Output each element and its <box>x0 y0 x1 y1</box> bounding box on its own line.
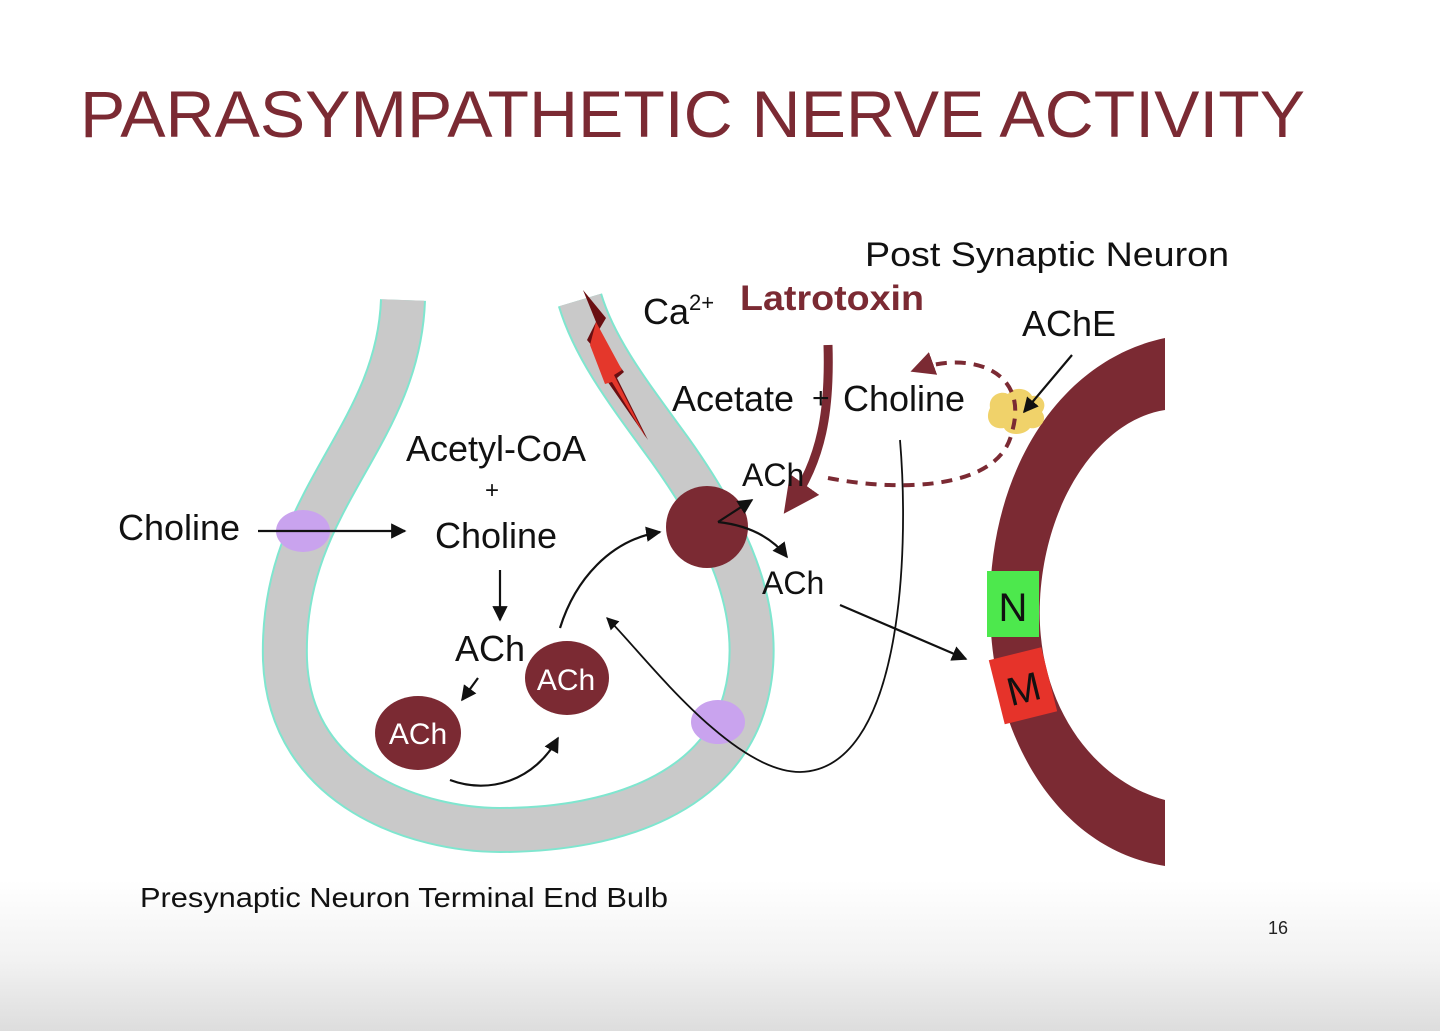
ach-released-up-label: ACh <box>742 457 804 493</box>
ach-vesicle-1-label: ACh <box>389 718 447 751</box>
inner-choline-label: Choline <box>435 515 557 556</box>
nicotinic-receptor-label: N <box>999 586 1028 630</box>
fusing-vesicle <box>666 486 748 568</box>
acetate-plus-sign: + <box>812 382 830 415</box>
cleft-choline-label: Choline <box>843 378 965 419</box>
ach-released-down-label: ACh <box>762 565 824 601</box>
dashed-recycle-arc <box>827 352 1018 488</box>
acetate-label: Acetate <box>672 378 794 419</box>
muscarinic-receptor: M <box>988 647 1058 725</box>
vesicle-transport-arrow-2 <box>558 526 662 629</box>
ache-pointer-arrow <box>1023 354 1073 414</box>
storage-arrow-1 <box>461 677 479 702</box>
latrotoxin-arrow <box>783 344 833 514</box>
release-arrow-down <box>717 520 788 559</box>
ach-vesicle-2-label: ACh <box>537 664 595 697</box>
calcium-label: Ca2+ <box>643 290 714 332</box>
slide-title: PARASYMPATHETIC NERVE ACTIVITY <box>80 77 1305 151</box>
action-potential-lightning-icon <box>583 290 648 440</box>
ache-label: AChE <box>1022 303 1116 344</box>
ach-vesicle-1 <box>375 696 461 770</box>
plus-sign: + <box>485 477 499 504</box>
vesicle-transport-arrow-1 <box>449 736 559 787</box>
latrotoxin-label: Latrotoxin <box>740 279 924 318</box>
ach-synthesized-label: ACh <box>455 628 525 669</box>
outside-choline-label: Choline <box>118 507 240 548</box>
calcium-symbol: Ca <box>643 291 690 332</box>
nicotinic-receptor <box>987 571 1039 637</box>
calcium-charge: 2+ <box>689 290 714 315</box>
page-number: 16 <box>1268 918 1288 938</box>
release-arrow-up <box>717 499 754 523</box>
choline-reuptake-path <box>606 439 904 773</box>
ache-enzyme-icon <box>987 388 1045 434</box>
post-synaptic-neuron-label: Post Synaptic Neuron <box>865 236 1229 274</box>
ach-to-receptor-arrow <box>839 603 968 661</box>
pathway-arrows <box>258 354 1073 787</box>
post-synaptic-membrane <box>990 338 1165 866</box>
presynaptic-terminal-label: Presynaptic Neuron Terminal End Bulb <box>140 882 668 913</box>
ach-vesicle-2 <box>525 641 609 715</box>
choline-transporter-right <box>691 700 745 744</box>
acetyl-coa-label: Acetyl-CoA <box>406 428 586 469</box>
